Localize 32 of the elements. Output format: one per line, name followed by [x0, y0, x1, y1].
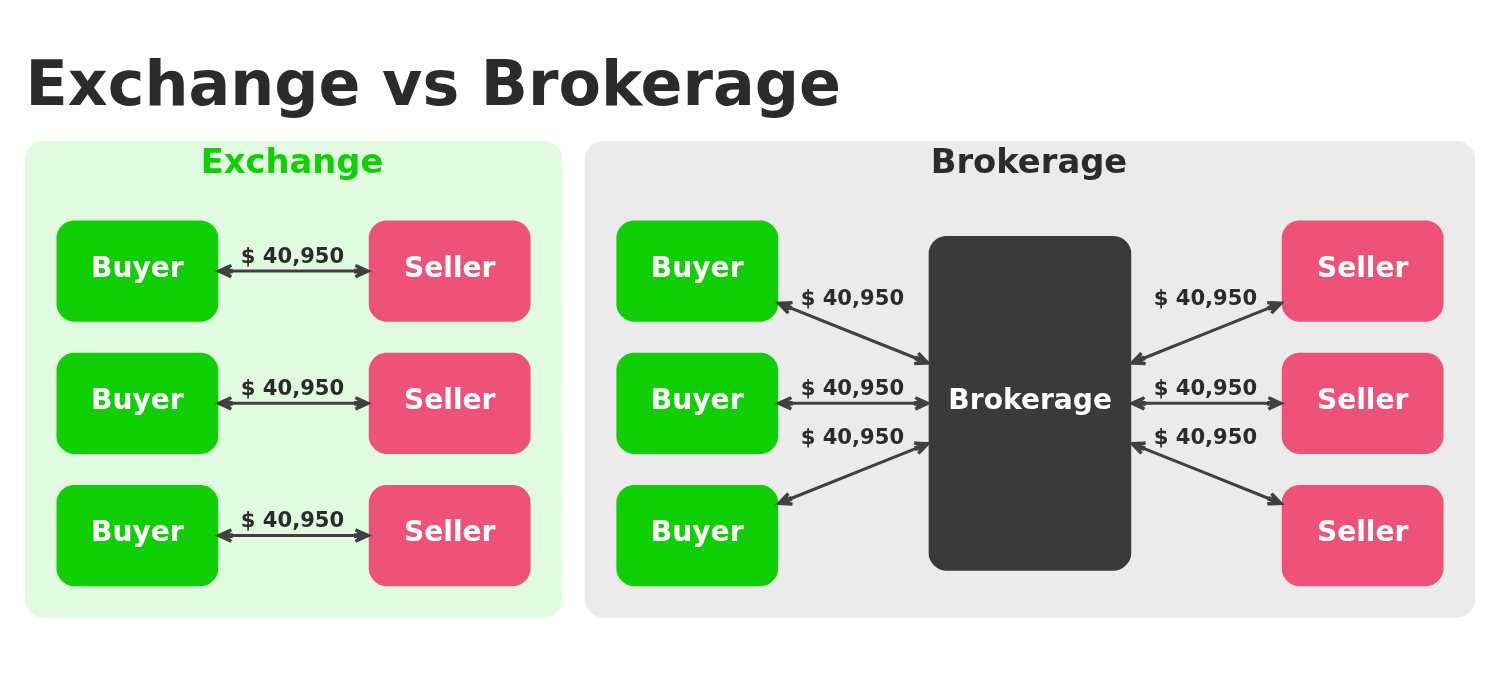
node-box: Brokerage	[928, 235, 1132, 571]
arrow	[1130, 300, 1283, 365]
edge-label: $ 40,950	[240, 242, 345, 268]
edge-label: $ 40,950	[240, 374, 345, 400]
arrow	[216, 263, 370, 278]
arrow	[776, 300, 930, 365]
node-box: Seller	[368, 219, 531, 322]
arrow	[776, 440, 930, 506]
edge-label: $ 40,950	[1153, 284, 1258, 310]
edge-label: $ 40,950	[800, 284, 905, 310]
arrow	[216, 527, 370, 543]
node-box: Buyer	[616, 219, 779, 322]
arrow	[1130, 395, 1283, 411]
node-box: Buyer	[56, 484, 219, 586]
node-box: Seller	[1281, 484, 1444, 586]
node-box: Seller	[368, 484, 531, 586]
node-box: Seller	[1281, 219, 1444, 322]
node-box: Buyer	[56, 219, 219, 322]
arrow	[216, 395, 370, 411]
node-box: Seller	[1281, 352, 1444, 454]
node-box: Buyer	[616, 352, 779, 454]
node-box: Seller	[368, 352, 531, 454]
arrow	[776, 395, 930, 411]
edge-label: $ 40,950	[1153, 374, 1258, 400]
edge-label: $ 40,950	[240, 506, 345, 532]
node-box: Buyer	[56, 352, 219, 454]
edge-label: $ 40,950	[1153, 423, 1258, 449]
diagram-title: Exchange vs Brokerage	[25, 47, 841, 120]
edge-label: $ 40,950	[800, 374, 905, 400]
node-box: Buyer	[616, 484, 779, 586]
arrow	[1130, 440, 1283, 506]
edge-label: $ 40,950	[800, 423, 905, 449]
